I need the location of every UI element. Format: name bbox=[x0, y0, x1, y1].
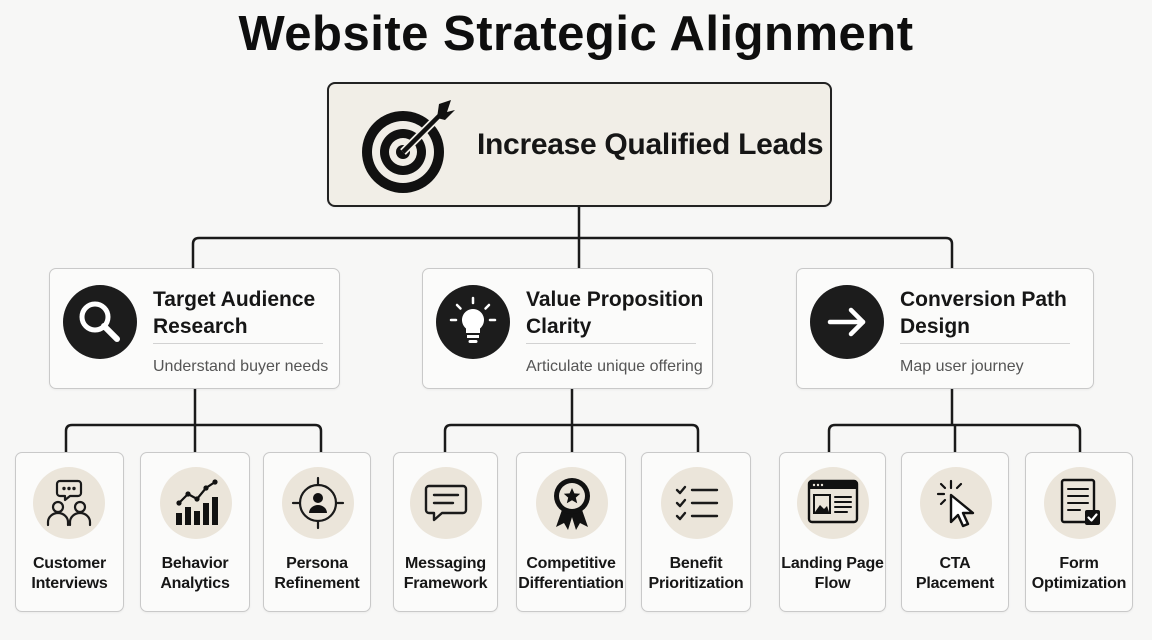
tactic-competitive-differentiation: Competitive Differentiation bbox=[516, 452, 626, 612]
people-chat-icon bbox=[33, 467, 105, 539]
pillar-title: Conversion Path Design bbox=[900, 286, 1080, 340]
tactic-label: Competitive Differentiation bbox=[517, 554, 625, 594]
tactic-landing-page-flow: Landing Page Flow bbox=[779, 452, 886, 612]
tactic-label: Benefit Prioritization bbox=[642, 554, 750, 594]
tactic-label-line2: Prioritization bbox=[648, 575, 744, 592]
cursor-click-icon bbox=[920, 467, 992, 539]
tactic-label-line2: Framework bbox=[403, 575, 488, 592]
tactic-label-line2: Differentiation bbox=[518, 575, 624, 592]
pillar-subtitle: Map user journey bbox=[900, 358, 1024, 375]
divider bbox=[900, 343, 1070, 344]
tactic-label-line2: Analytics bbox=[160, 575, 230, 592]
pillar-target-audience-research: Target Audience Research Understand buye… bbox=[49, 268, 340, 389]
tactic-form-optimization: Form Optimization bbox=[1025, 452, 1133, 612]
tactic-persona-refinement: Persona Refinement bbox=[263, 452, 371, 612]
lightbulb-icon bbox=[436, 285, 510, 359]
pillar-title: Target Audience Research bbox=[153, 286, 333, 340]
browser-page-icon bbox=[797, 467, 869, 539]
page-title: Website Strategic Alignment bbox=[238, 7, 914, 61]
tactic-label-line1: Customer bbox=[32, 555, 107, 572]
tactic-label-line1: Landing Page bbox=[781, 555, 884, 572]
tactic-customer-interviews: Customer Interviews bbox=[15, 452, 124, 612]
tactic-behavior-analytics: Behavior Analytics bbox=[140, 452, 250, 612]
divider bbox=[526, 343, 696, 344]
bar-chart-icon bbox=[160, 467, 232, 539]
goal-label: Increase Qualified Leads bbox=[477, 128, 824, 161]
tactic-label: Messaging Framework bbox=[394, 554, 497, 594]
tactic-label: Customer Interviews bbox=[16, 554, 123, 594]
pillar-title-line2: Clarity bbox=[526, 315, 592, 338]
pillar-title-line2: Design bbox=[900, 315, 971, 338]
checklist-icon bbox=[661, 467, 733, 539]
pillar-title-line1: Value Proposition bbox=[526, 288, 704, 311]
tactic-label-line1: Behavior bbox=[161, 555, 229, 572]
pillar-title-line1: Conversion Path bbox=[900, 288, 1067, 311]
goal-box: Increase Qualified Leads bbox=[327, 82, 832, 207]
target-icon bbox=[359, 98, 459, 198]
pillar-title-line2: Research bbox=[153, 315, 248, 338]
tactic-label-line1: Competitive bbox=[526, 555, 616, 572]
award-ribbon-icon bbox=[536, 467, 608, 539]
tactic-label-line1: Form bbox=[1059, 555, 1099, 572]
tactic-label-line2: Optimization bbox=[1031, 575, 1127, 592]
tactic-label-line2: Flow bbox=[814, 575, 851, 592]
pillar-conversion-path-design: Conversion Path Design Map user journey bbox=[796, 268, 1094, 389]
pillar-title-line1: Target Audience bbox=[153, 288, 316, 311]
tactic-messaging-framework: Messaging Framework bbox=[393, 452, 498, 612]
divider bbox=[153, 343, 323, 344]
tactic-label: Behavior Analytics bbox=[141, 554, 249, 594]
tactic-cta-placement: CTA Placement bbox=[901, 452, 1009, 612]
form-check-icon bbox=[1044, 467, 1116, 539]
tactic-label-line1: Persona bbox=[286, 555, 348, 572]
tactic-benefit-prioritization: Benefit Prioritization bbox=[641, 452, 751, 612]
pillar-subtitle: Understand buyer needs bbox=[153, 358, 329, 375]
magnifier-icon bbox=[63, 285, 137, 359]
arrow-right-icon bbox=[810, 285, 884, 359]
message-icon bbox=[410, 467, 482, 539]
pillar-value-proposition-clarity: Value Proposition Clarity Articulate uni… bbox=[422, 268, 713, 389]
tactic-label: Persona Refinement bbox=[264, 554, 370, 594]
person-crosshair-icon bbox=[282, 467, 354, 539]
tactic-label-line1: Messaging bbox=[405, 555, 486, 572]
tactic-label-line1: Benefit bbox=[669, 555, 723, 572]
tactic-label: Landing Page Flow bbox=[780, 554, 885, 594]
tactic-label-line2: Placement bbox=[915, 575, 995, 592]
pillar-subtitle: Articulate unique offering bbox=[526, 358, 703, 375]
tactic-label: Form Optimization bbox=[1026, 554, 1132, 594]
tactic-label: CTA Placement bbox=[902, 554, 1008, 594]
tactic-label-line2: Interviews bbox=[31, 575, 108, 592]
tactic-label-line1: CTA bbox=[939, 555, 971, 572]
tactic-label-line2: Refinement bbox=[274, 575, 360, 592]
pillar-title: Value Proposition Clarity bbox=[526, 286, 706, 340]
